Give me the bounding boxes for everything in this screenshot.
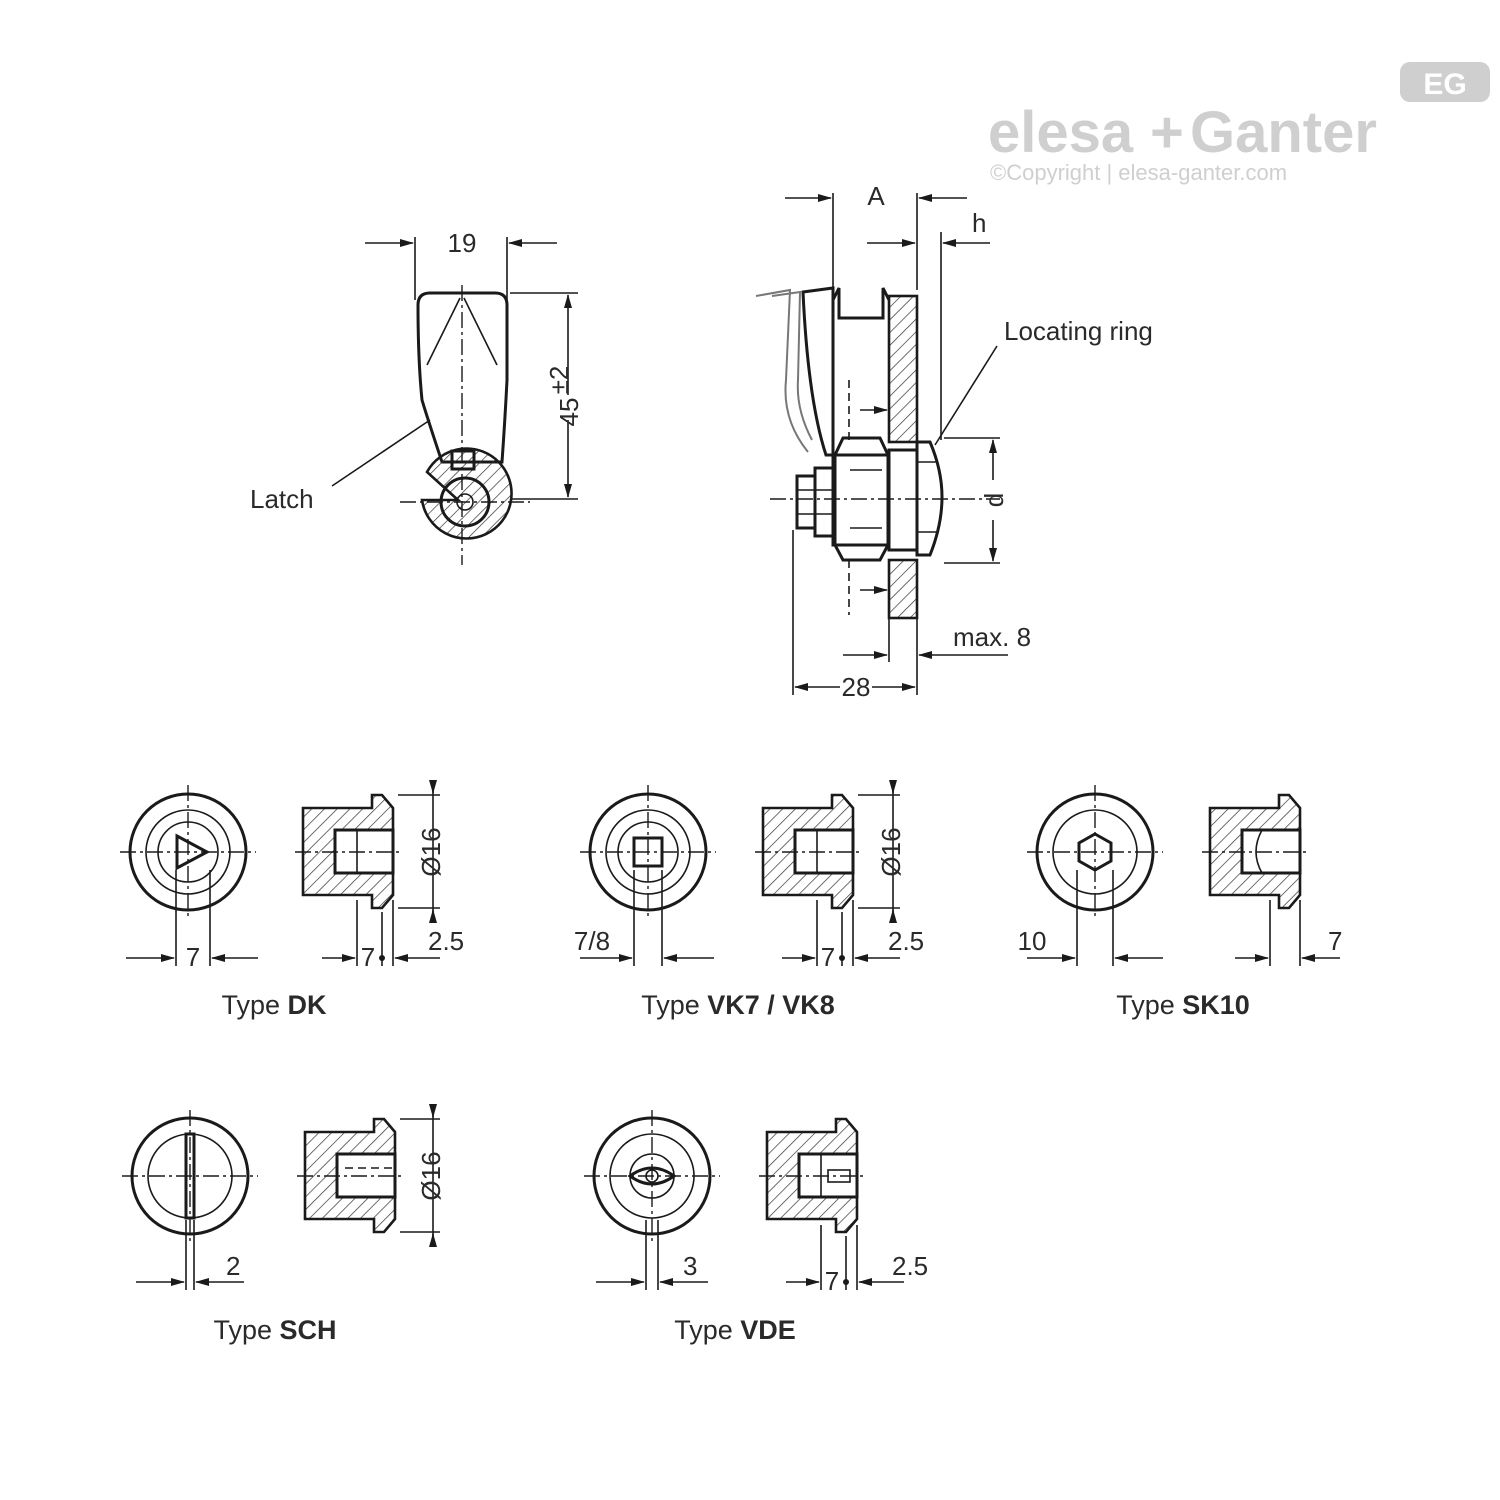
brand-logo: EG elesa + Ganter ©Copyright | elesa-gan… (988, 62, 1490, 185)
vk-step-dim: 2.5 (888, 926, 924, 956)
front-width-dim: 19 (448, 228, 477, 258)
sk-caption: Type SK10 (1116, 990, 1250, 1020)
insert-sk: 10 7 Type SK10 (1018, 785, 1342, 1020)
side-latch (801, 286, 835, 457)
latch-arm (416, 291, 509, 464)
sk-length-dim: 7 (1328, 926, 1342, 956)
brand-copyright: ©Copyright | elesa-ganter.com (990, 160, 1287, 185)
vk-drive-dim: 7/8 (574, 926, 610, 956)
vde-caption: Type VDE (674, 1315, 796, 1345)
brand-name-plus: + (1150, 100, 1184, 165)
side-dim-d: d (979, 493, 1009, 507)
brand-mark-text: EG (1423, 68, 1466, 101)
panel-section-upper (887, 294, 919, 444)
sch-caption: Type SCH (213, 1315, 336, 1345)
dk-caption: Type DK (221, 990, 327, 1020)
insert-sch: Ø16 2 Type SCH (122, 1104, 446, 1345)
side-dim-h: h (972, 208, 986, 238)
vde-step-dim: 2.5 (892, 1251, 928, 1281)
dk-drive-dim: 7 (186, 942, 200, 972)
vk-length-dim: 7 (821, 942, 835, 972)
insert-dk: Ø16 7 7 2.5 Type DK (120, 780, 464, 1020)
dk-length-dim: 7 (361, 942, 375, 972)
vde-drive-dim: 3 (683, 1251, 697, 1281)
side-dim-a: A (867, 181, 885, 211)
sch-diameter: Ø16 (416, 1151, 446, 1200)
panel-section-lower (887, 558, 919, 620)
vde-length-dim: 7 (825, 1266, 839, 1296)
latch-label: Latch (250, 484, 314, 514)
side-view: A h L (755, 181, 1153, 702)
dk-diameter: Ø16 (416, 827, 446, 876)
front-height-tolerance: ±2 (544, 366, 574, 395)
side-max-dim: max. 8 (953, 622, 1031, 652)
insert-vk: Ø16 7/8 7 2.5 Type VK7 / VK8 (574, 780, 924, 1020)
locating-ring-label: Locating ring (1004, 316, 1153, 346)
brand-name-elesa: elesa (988, 100, 1134, 165)
insert-vde: 3 7 2.5 Type VDE (584, 1110, 928, 1345)
front-view: 19 45 ±2 Latch (250, 228, 584, 565)
front-height-dim: 45 (554, 398, 584, 427)
locating-ring (915, 440, 944, 557)
dk-step-dim: 2.5 (428, 926, 464, 956)
brand-name-ganter: Ganter (1190, 100, 1377, 165)
side-depth-dim: 28 (842, 672, 871, 702)
vk-diameter: Ø16 (876, 827, 906, 876)
vk-caption: Type VK7 / VK8 (641, 990, 835, 1020)
brand-mark-badge (1400, 62, 1490, 102)
sch-drive-dim: 2 (226, 1251, 240, 1281)
sk-drive-dim: 10 (1018, 926, 1047, 956)
